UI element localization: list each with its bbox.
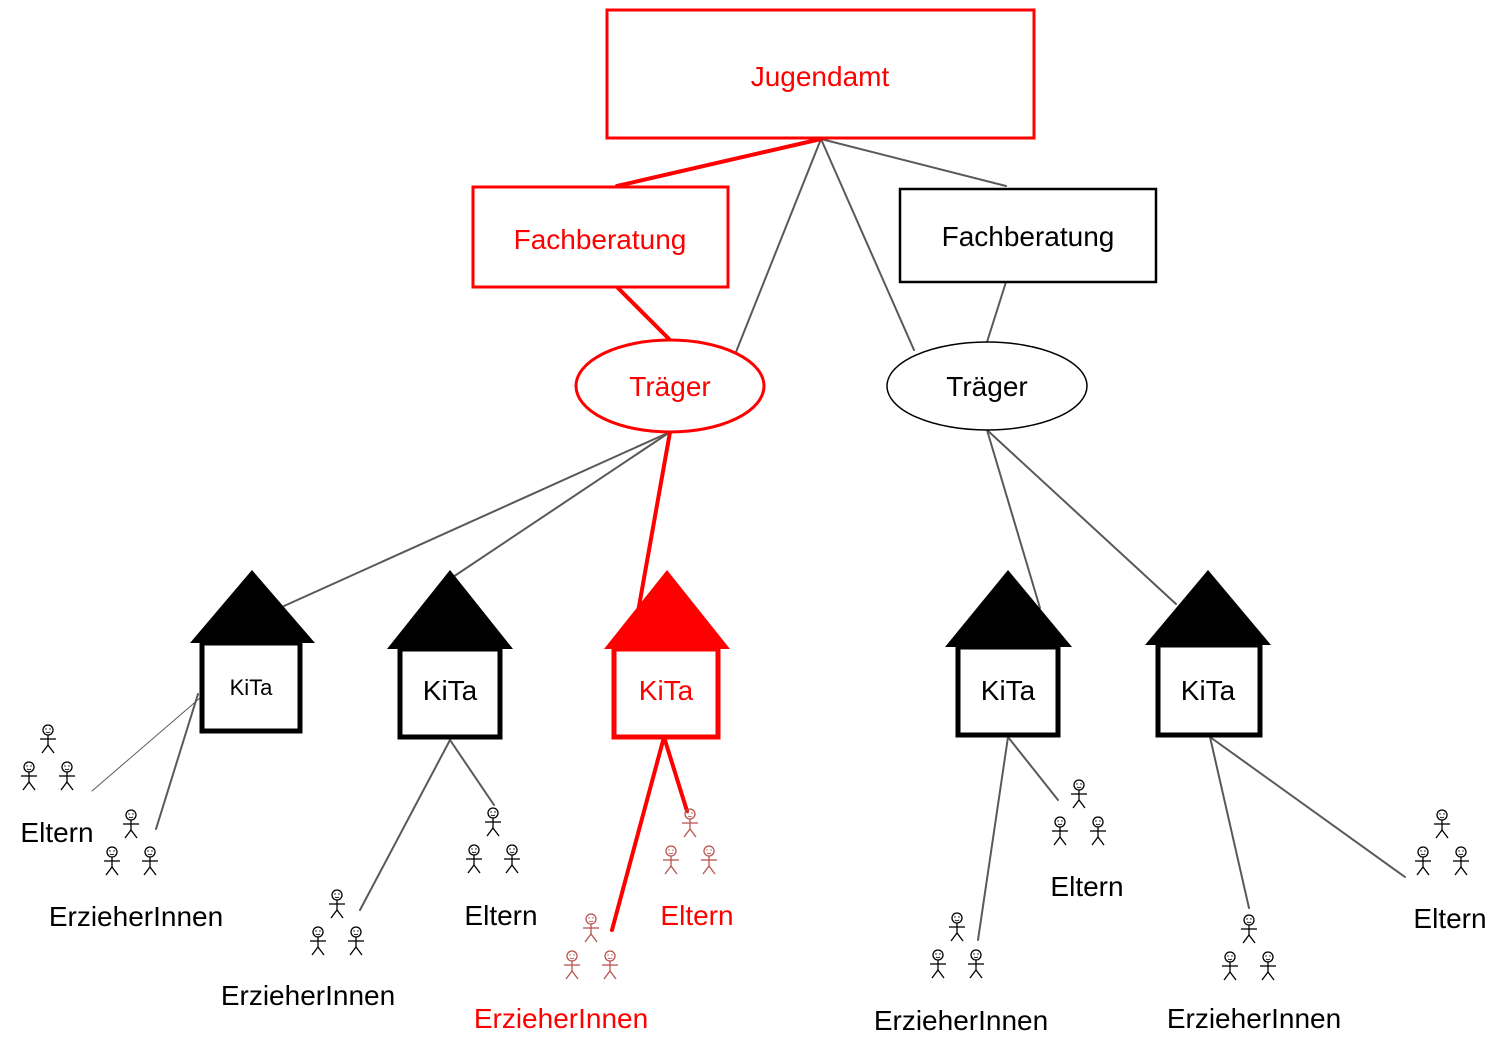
jugendamt-box: Jugendamt	[605, 8, 1036, 140]
traeger-ellipse-right: Träger	[886, 341, 1088, 431]
stick-figure-group-icon-highlighted	[564, 809, 717, 979]
erzieherinnen-label-4: ErzieherInnen	[874, 1005, 1048, 1036]
traeger-label-left: Träger	[629, 371, 710, 402]
fachberatung-label-right: Fachberatung	[942, 221, 1115, 252]
house-roof-icon	[945, 570, 1072, 647]
house-roof-icon	[387, 570, 513, 649]
kita-house-2: KiTa	[387, 570, 513, 740]
kita-label-2: KiTa	[423, 675, 478, 706]
house-roof-icon	[190, 570, 315, 643]
kita-label-5: KiTa	[1181, 675, 1236, 706]
eltern-label-1: Eltern	[20, 817, 93, 848]
fachberatung-label-left: Fachberatung	[514, 224, 687, 255]
erzieherinnen-label-3: ErzieherInnen	[474, 1003, 648, 1034]
kita-house-3-highlighted: KiTa	[604, 570, 730, 740]
jugendamt-label: Jugendamt	[751, 61, 890, 92]
connector-lines	[91, 137, 1406, 941]
erzieherinnen-label-5: ErzieherInnen	[1167, 1003, 1341, 1034]
house-roof-icon	[1145, 570, 1271, 645]
fachberatung-box-right: Fachberatung	[898, 187, 1158, 284]
kita-house-1: KiTa	[190, 570, 315, 734]
traeger-ellipse-left: Träger	[574, 338, 766, 434]
group-labels: Eltern ErzieherInnen ErzieherInnen Elter…	[20, 817, 1486, 1036]
kita-house-4: KiTa	[945, 570, 1072, 738]
house-roof-icon	[604, 570, 730, 649]
kita-label-4: KiTa	[981, 675, 1036, 706]
erzieherinnen-label-1: ErzieherInnen	[49, 901, 223, 932]
kita-label-3: KiTa	[639, 675, 694, 706]
fachberatung-box-left: Fachberatung	[471, 185, 730, 289]
traeger-label-right: Träger	[946, 371, 1027, 402]
eltern-label-3: Eltern	[660, 900, 733, 931]
kita-label-1: KiTa	[230, 675, 274, 700]
kita-house-5: KiTa	[1145, 570, 1271, 738]
erzieherinnen-label-2: ErzieherInnen	[221, 980, 395, 1011]
eltern-label-2: Eltern	[464, 900, 537, 931]
eltern-label-4: Eltern	[1050, 871, 1123, 902]
eltern-label-5: Eltern	[1413, 903, 1486, 934]
stick-figure-group-icon	[21, 725, 1469, 980]
